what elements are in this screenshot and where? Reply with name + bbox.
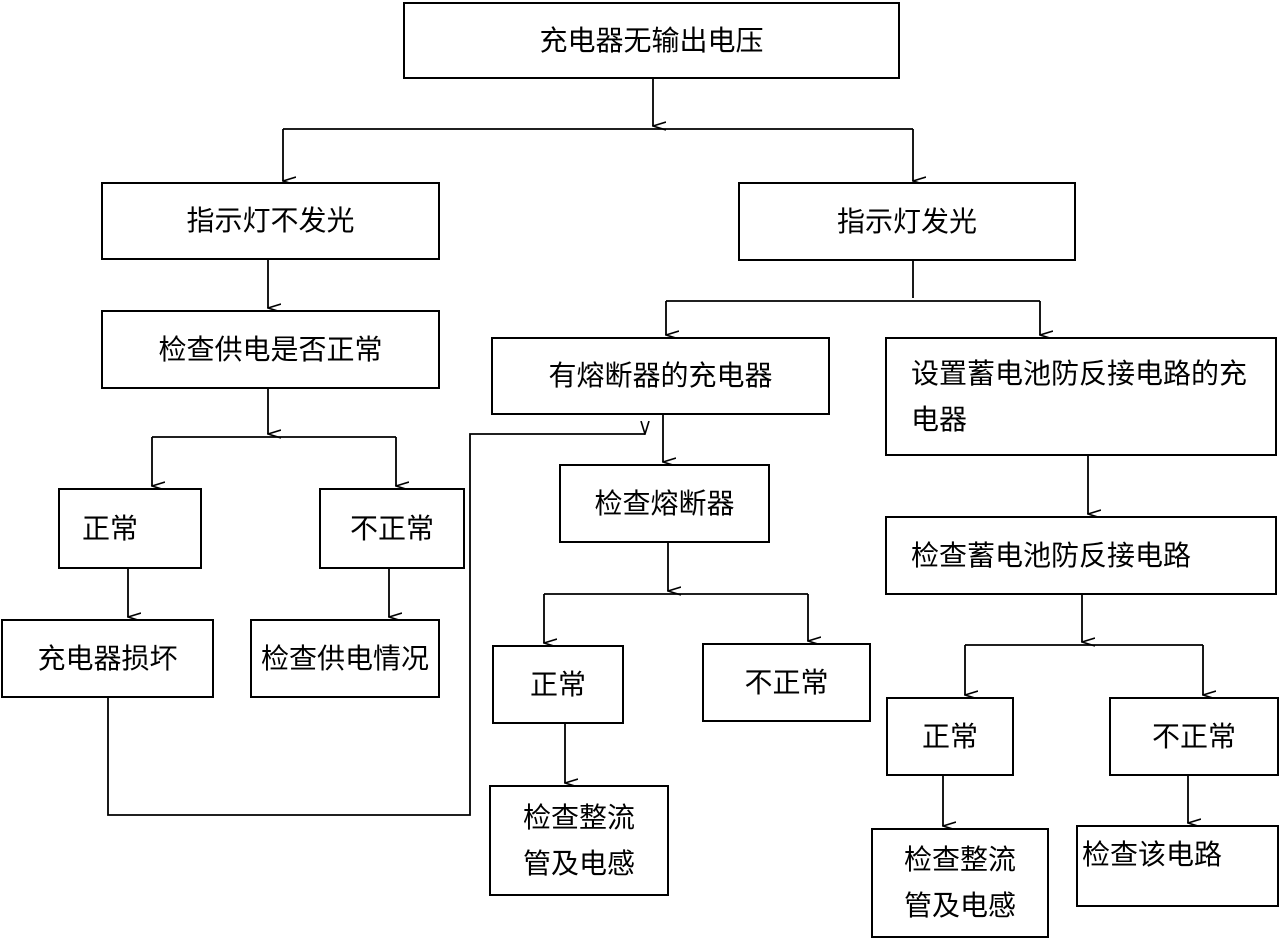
node-normal-fuse: 正常	[492, 645, 624, 724]
node-reverse-protect-text: 设置蓄电池防反接电路的充电器	[911, 356, 1248, 436]
node-check-rectifier-1: 检查整流管及电感	[489, 785, 669, 896]
node-check-rectifier-1-text: 检查整流管及电感	[522, 800, 635, 880]
node-with-fuse: 有熔断器的充电器	[491, 337, 830, 415]
node-root: 充电器无输出电压	[403, 2, 900, 79]
node-check-reverse: 检查蓄电池防反接电路	[885, 516, 1277, 595]
node-normal-reverse: 正常	[886, 697, 1014, 776]
node-normal-supply: 正常	[58, 488, 202, 569]
node-abnormal-fuse: 不正常	[702, 643, 871, 722]
node-indicator-off: 指示灯不发光	[101, 182, 440, 260]
node-abnormal-reverse: 不正常	[1109, 697, 1279, 776]
node-check-circuit: 检查该电路	[1076, 825, 1279, 907]
node-charger-broken: 充电器损坏	[1, 619, 214, 698]
connector-broken-feedback	[107, 434, 645, 816]
node-check-supply: 检查供电是否正常	[101, 310, 440, 389]
node-check-fuse: 检查熔断器	[559, 464, 770, 543]
node-abnormal-supply: 不正常	[319, 488, 465, 569]
node-check-rectifier-2: 检查整流管及电感	[871, 828, 1049, 938]
node-reverse-protect: 设置蓄电池防反接电路的充电器	[885, 337, 1277, 456]
node-check-supply-condition: 检查供电情况	[250, 619, 440, 698]
node-indicator-on: 指示灯发光	[738, 182, 1076, 261]
node-check-rectifier-2-text: 检查整流管及电感	[903, 843, 1016, 922]
